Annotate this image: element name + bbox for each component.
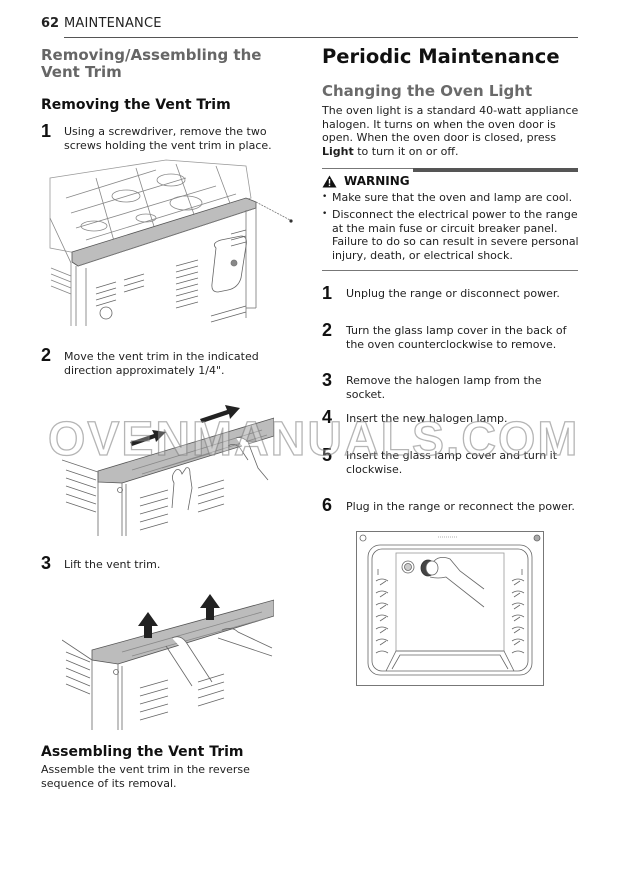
page-number: 62 [41, 16, 60, 31]
step-number: 6 [322, 495, 333, 515]
step-text: Insert the glass lamp cover and turn it … [346, 449, 558, 476]
changing-oven-light-title: Changing the Oven Light [322, 82, 533, 100]
step-number: 3 [322, 370, 333, 390]
intro-text-end: to turn it on or off. [353, 144, 459, 158]
step-text: Remove the halogen lamp from the socket. [346, 374, 542, 401]
step-number: 2 [322, 320, 333, 340]
step-number: 1 [41, 121, 52, 141]
warning-item: Disconnect the electrical power to the r… [322, 208, 580, 262]
vent-trim-slide-figure [62, 398, 274, 536]
periodic-maintenance-title: Periodic Maintenance [322, 45, 560, 68]
step-text: Turn the glass lamp cover in the back of… [346, 324, 567, 351]
section-title: Removing/Assembling the Vent Trim [41, 46, 262, 81]
oven-cavity-lamp-figure [356, 531, 544, 686]
removing-title: Removing the Vent Trim [41, 97, 231, 113]
warning-label: WARNING [344, 174, 410, 188]
range-rear-vent-trim-figure [46, 158, 296, 330]
step-number: 4 [322, 407, 333, 427]
warning-top-bar [413, 168, 578, 172]
assembling-title: Assembling the Vent Trim [41, 744, 244, 760]
warning-list: Make sure that the oven and lamp are coo… [322, 191, 580, 266]
light-key-label: Light [322, 144, 354, 158]
warning-heading: WARNING [322, 174, 410, 188]
step-text: Plug in the range or reconnect the power… [346, 500, 575, 513]
section-header: MAINTENANCE [64, 16, 162, 31]
warning-triangle-icon [322, 175, 337, 188]
assembling-text: Assemble the vent trim in the reverse se… [41, 763, 250, 790]
step-text: Unplug the range or disconnect power. [346, 287, 560, 300]
step-text: Lift the vent trim. [64, 558, 161, 571]
step-text: Move the vent trim in the indicated dire… [64, 350, 259, 377]
vent-trim-lift-figure [62, 590, 274, 730]
warning-bottom-rule [322, 270, 578, 271]
step-number: 3 [41, 553, 52, 573]
step-text: Insert the new halogen lamp. [346, 412, 508, 425]
step-text: Using a screwdriver, remove the two scre… [64, 125, 272, 152]
warning-item: Make sure that the oven and lamp are coo… [322, 191, 580, 205]
oven-light-intro: The oven light is a standard 40-watt app… [322, 104, 582, 158]
step-number: 5 [322, 445, 333, 465]
step-number: 1 [322, 283, 333, 303]
intro-text: The oven light is a standard 40-watt app… [322, 104, 579, 144]
step-number: 2 [41, 345, 52, 365]
header-divider [64, 37, 578, 38]
